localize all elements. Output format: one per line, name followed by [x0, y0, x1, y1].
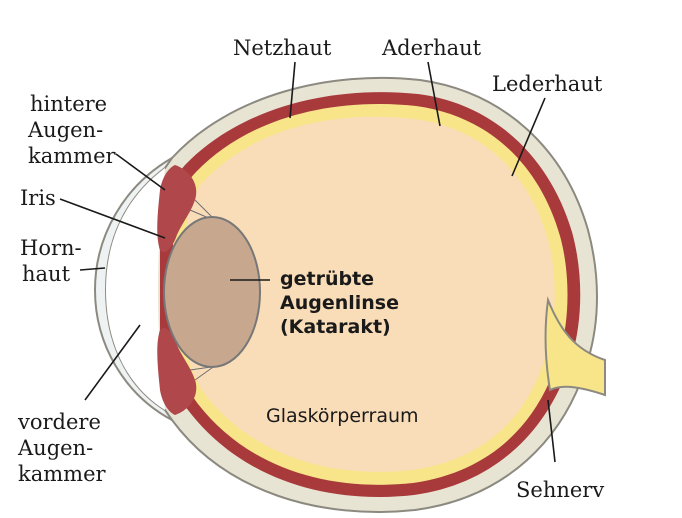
label-sehnerv: Sehnerv [516, 478, 604, 502]
vordere-augenkammer [106, 168, 165, 410]
label-horn-line1: Horn- [20, 236, 82, 260]
label-vordere-line1: vordere [18, 410, 101, 434]
label-aderhaut: Aderhaut [382, 36, 481, 60]
label-vordere-line2: Augen- [18, 436, 93, 460]
label-hintere-line1: hintere [30, 92, 107, 116]
label-glaskoerper: Glaskörperraum [266, 404, 419, 428]
label-linse-line2: Augenlinse [280, 292, 399, 315]
augenlinse-lens [164, 217, 260, 367]
label-netzhaut: Netzhaut [233, 36, 331, 60]
label-hintere-line2: Augen- [28, 118, 103, 142]
label-horn-line2: haut [22, 262, 70, 286]
label-hintere-line3: kammer [28, 144, 116, 168]
label-linse-line1: getrübte [280, 268, 374, 291]
label-vordere-line3: kammer [18, 462, 106, 486]
label-lederhaut: Lederhaut [492, 72, 602, 96]
label-iris: Iris [20, 186, 56, 210]
label-linse-line3: (Katarakt) [280, 316, 391, 339]
